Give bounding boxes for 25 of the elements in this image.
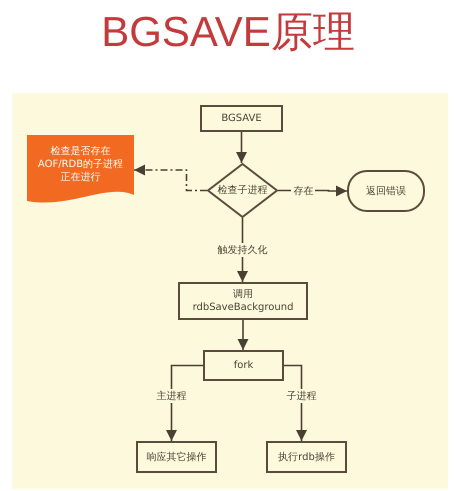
edge-label: 存在	[291, 184, 316, 198]
arrow	[166, 364, 203, 441]
process-box	[266, 441, 347, 473]
arrow	[237, 320, 249, 350]
process-box	[178, 282, 308, 320]
node-text: 检查子进程	[218, 184, 268, 197]
decision-diamond	[207, 163, 278, 218]
title: BGSAVE原理	[100, 7, 356, 57]
process-box	[200, 105, 283, 132]
edge-label: 触发持久化	[216, 243, 270, 257]
node-text: 调用 rdbSaveBackground	[192, 288, 294, 314]
node-text: fork	[234, 359, 254, 372]
arrow	[236, 132, 248, 163]
arrow	[134, 164, 207, 192]
process-box	[203, 350, 284, 381]
document-shape	[27, 135, 134, 205]
terminal-box	[347, 170, 425, 212]
edge-label: 主进程	[154, 388, 188, 402]
edge-label: 子进程	[284, 388, 318, 402]
node-text: 检查是否存在AOF/RDB的子进程正在进行	[36, 145, 124, 184]
node-text: BGSAVE	[221, 112, 262, 125]
node-text: 响应其它操作	[146, 450, 206, 464]
process-box	[136, 441, 217, 473]
node-text: 返回错误	[366, 184, 406, 198]
node-text: 执行rdb操作	[278, 450, 335, 464]
